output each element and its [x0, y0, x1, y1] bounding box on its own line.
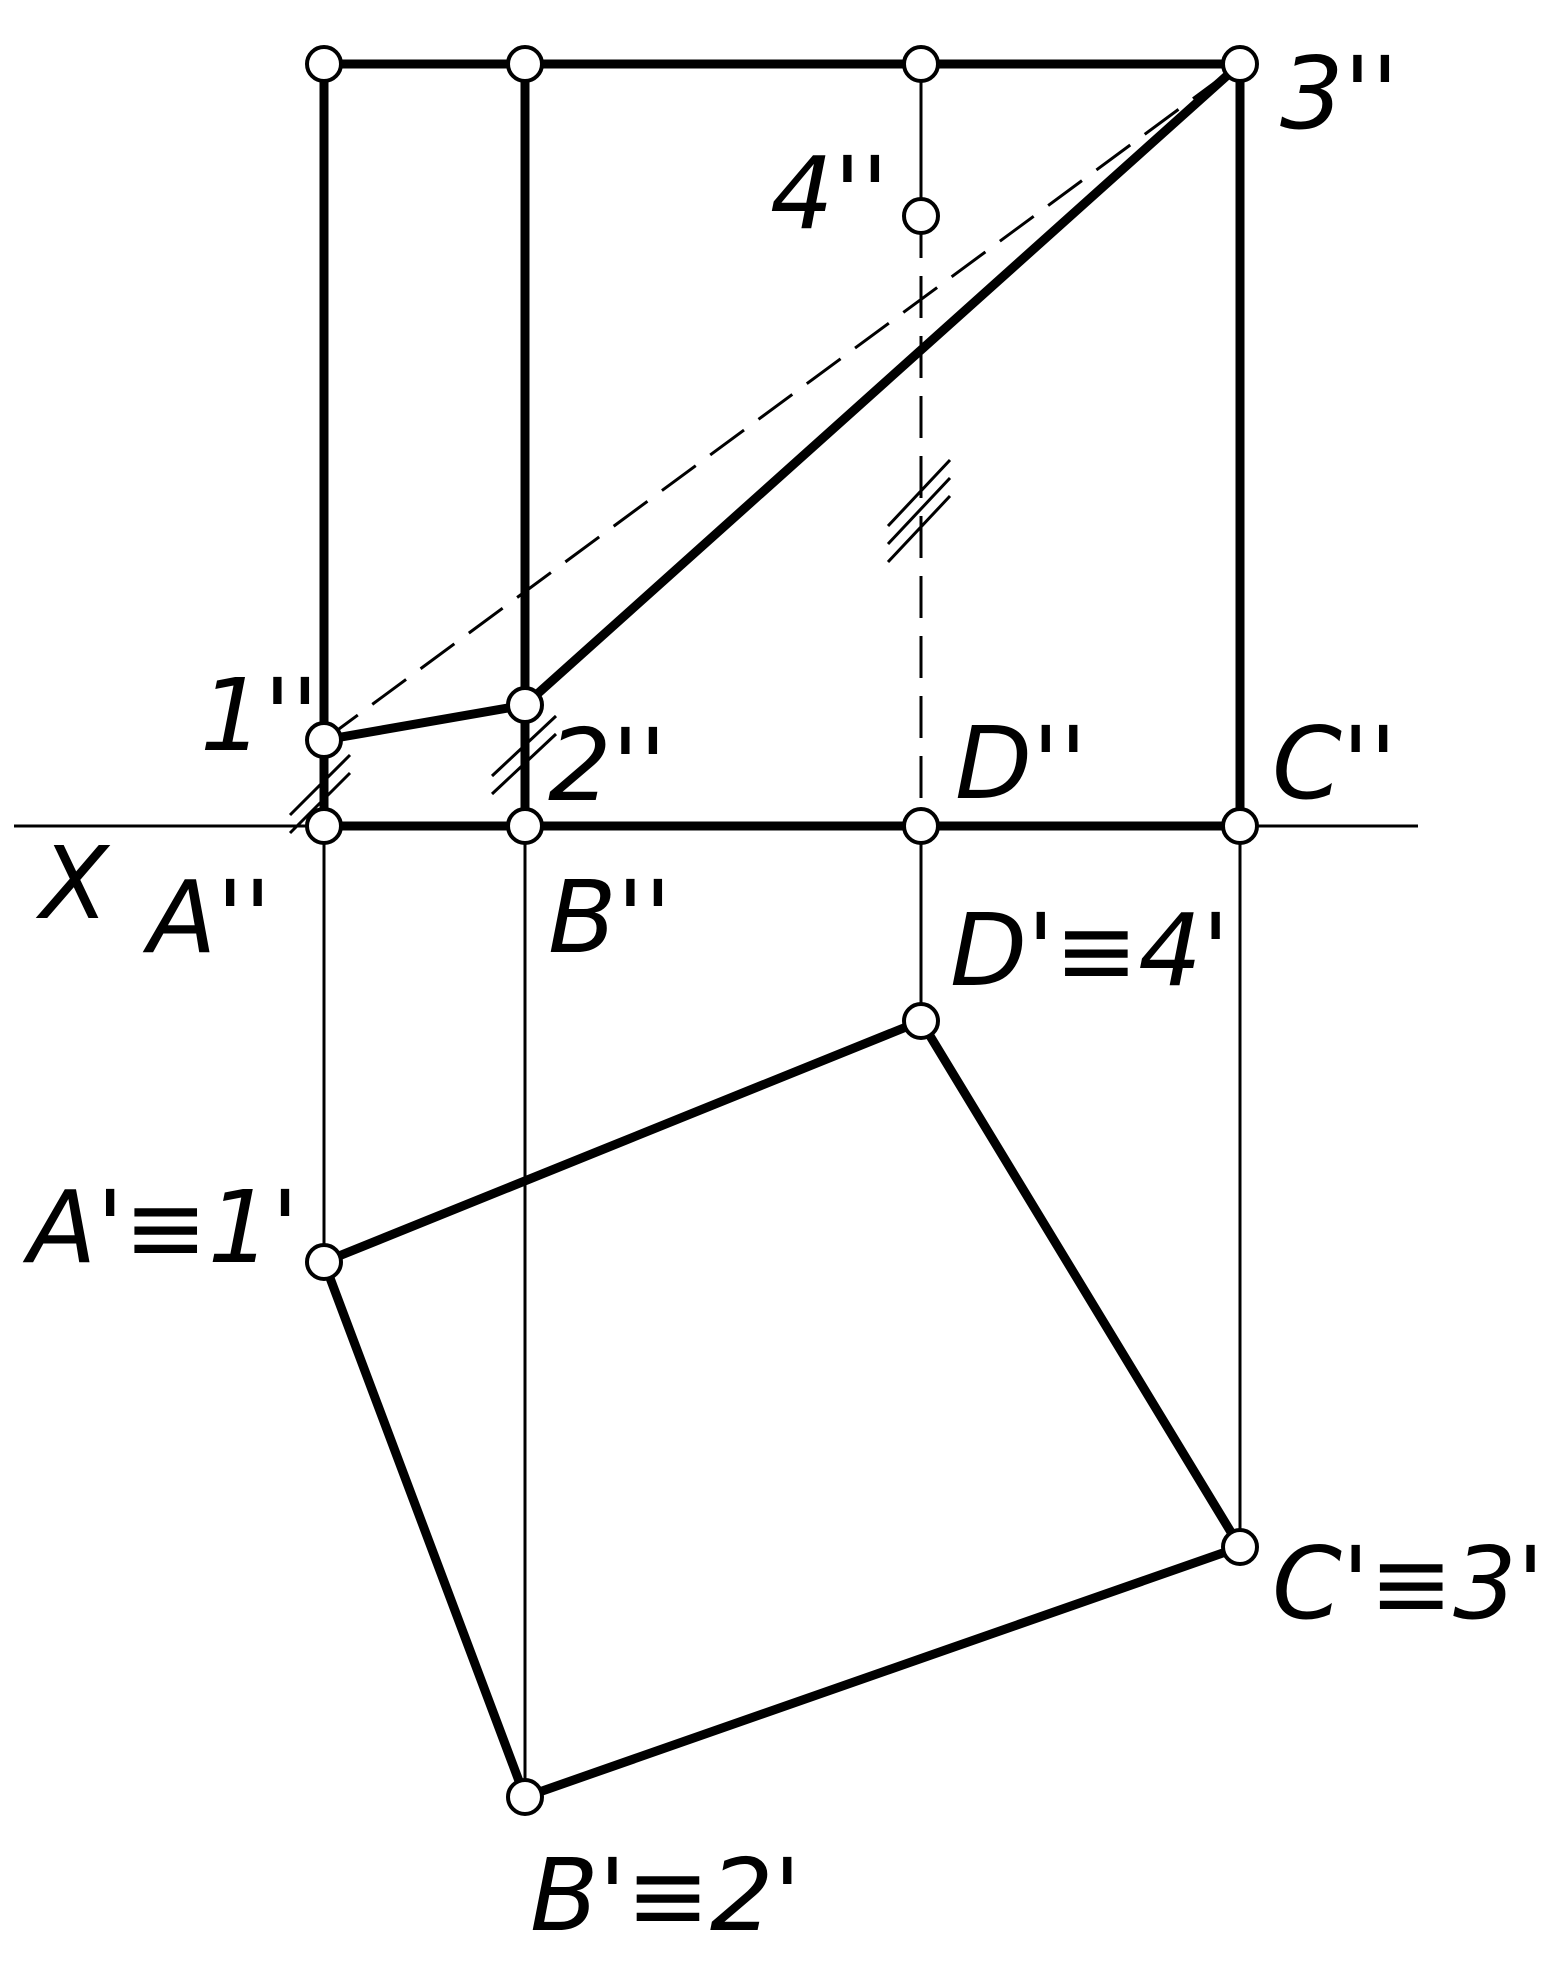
- vertex-b-top: [506, 1778, 544, 1816]
- label-b-top: B'≡2': [530, 1837, 801, 1954]
- vertex-top-left: [305, 45, 343, 83]
- label-d-front: D'': [955, 705, 1087, 822]
- axis-x-label: X: [35, 825, 111, 942]
- vertex-3-front: [1221, 45, 1259, 83]
- label-2-front: 2'': [548, 707, 667, 824]
- hidden-line-1-3: [323, 62, 1241, 742]
- vertex-a-front: [305, 807, 343, 845]
- parallel-mark-a-1: [288, 753, 352, 835]
- label-1-front: 1'': [200, 657, 319, 774]
- vertex-top-b: [506, 45, 544, 83]
- vertex-c-front: [1221, 807, 1259, 845]
- vertex-d-top: [902, 1002, 940, 1040]
- vertex-d-front: [902, 807, 940, 845]
- label-d-top: D'≡4': [950, 892, 1229, 1009]
- top-view-quadrilateral: [318, 1015, 1247, 1803]
- vertex-b-front: [506, 807, 544, 845]
- section-line-2-3: [520, 59, 1245, 710]
- label-c-top: C'≡3': [1272, 1525, 1544, 1642]
- vertex-c-top: [1221, 1528, 1259, 1566]
- label-c-front: C'': [1272, 705, 1397, 822]
- vertex-2-front: [506, 686, 544, 724]
- vertex-a-top: [305, 1243, 343, 1281]
- label-3-front: 3'': [1280, 35, 1399, 152]
- vertex-4-front: [902, 197, 940, 235]
- label-a-front: A'': [142, 859, 271, 976]
- vertex-1-front: [305, 721, 343, 759]
- vertex-top-d: [902, 45, 940, 83]
- label-b-front: B'': [548, 859, 672, 976]
- parallel-mark-b-2: [490, 714, 558, 796]
- parallel-mark-d-4: [886, 458, 952, 564]
- label-4-front: 4'': [770, 135, 889, 252]
- label-a-top: A'≡1': [22, 1169, 299, 1286]
- section-line-1-2: [319, 700, 530, 745]
